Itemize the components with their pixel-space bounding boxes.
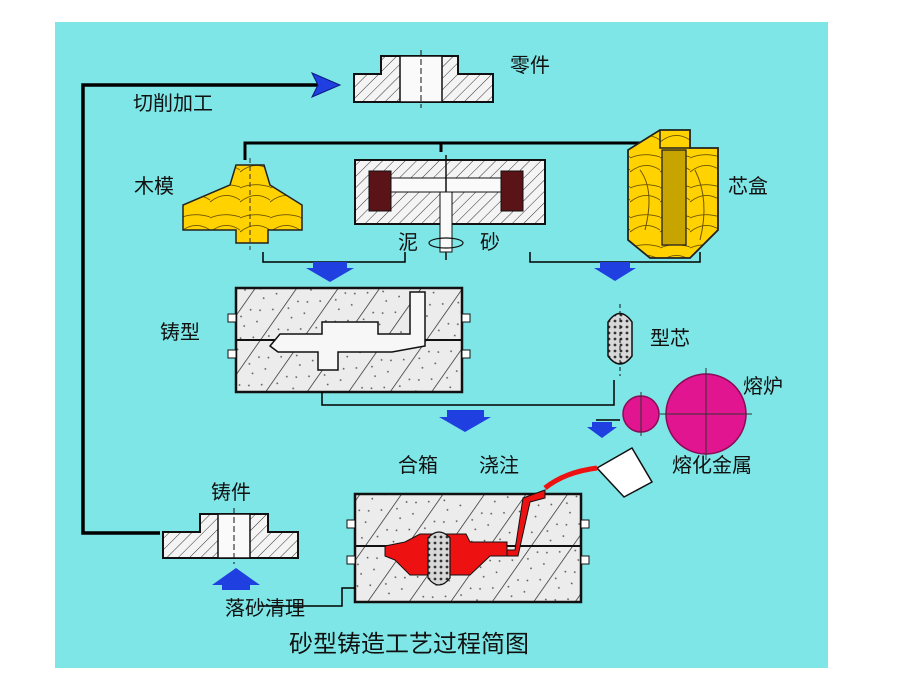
diagram-title: 砂型铸造工艺过程简图 xyxy=(289,630,529,658)
arrow-down-from-furnace xyxy=(587,422,617,438)
label-furnace: 熔炉 xyxy=(743,374,783,398)
label-core: 型芯 xyxy=(650,326,690,350)
top-bracket xyxy=(243,141,652,160)
label-sand-right: 砂 xyxy=(480,230,500,254)
label-wood-pattern: 木模 xyxy=(134,174,174,198)
shakeout-line xyxy=(258,587,355,607)
ladle-drawing xyxy=(595,446,654,498)
core-box-drawing xyxy=(627,129,719,259)
label-mold: 铸型 xyxy=(160,320,200,344)
mold-drawing xyxy=(227,286,471,394)
closing-lines xyxy=(321,380,620,421)
furnace-drawing xyxy=(622,368,752,460)
arrow-up-to-casting xyxy=(212,568,260,590)
arrow-to-part xyxy=(310,72,342,98)
label-molten-metal: 熔化金属 xyxy=(672,453,752,477)
label-closing: 合箱 xyxy=(398,453,438,477)
arrow-down-to-closing xyxy=(439,410,491,432)
casting-drawing xyxy=(162,508,299,564)
pouring-mold-drawing xyxy=(346,489,590,604)
label-pouring: 浇注 xyxy=(479,453,519,477)
label-shakeout: 落砂清理 xyxy=(225,596,305,620)
part-drawing xyxy=(353,50,494,108)
molten-metal-stream xyxy=(543,465,598,490)
arrow-down-to-mold xyxy=(306,262,354,282)
arrow-down-to-core xyxy=(594,262,636,281)
feedback-loop-line xyxy=(81,83,320,535)
label-sand-left: 泥 xyxy=(398,230,418,254)
label-part: 零件 xyxy=(510,53,550,77)
label-casting: 铸件 xyxy=(211,480,251,504)
label-core-box: 芯盒 xyxy=(728,174,768,198)
sand-mixing-flask xyxy=(354,155,546,260)
label-machining: 切削加工 xyxy=(133,91,213,115)
core-drawing xyxy=(607,304,633,376)
wood-pattern-drawing xyxy=(182,158,303,250)
